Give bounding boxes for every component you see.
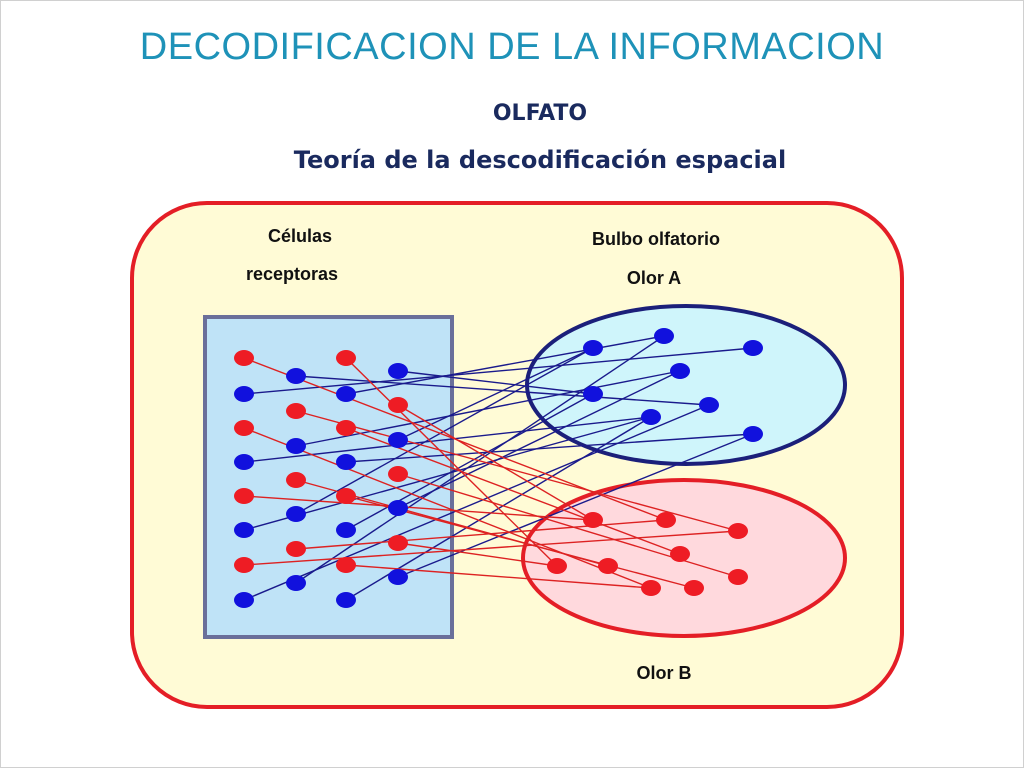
- receptor-cell-blue: [388, 432, 408, 448]
- receptor-cell-blue: [388, 500, 408, 516]
- receptor-cell-red: [286, 472, 306, 488]
- blue-connection-line: [397, 433, 754, 578]
- glomerulus-odor-a: [670, 363, 690, 379]
- glomerulus-odor-a: [583, 340, 603, 356]
- receptor-cell-red: [234, 420, 254, 436]
- receptor-cell-blue: [336, 454, 356, 470]
- glomerulus-odor-b: [656, 512, 676, 528]
- slide-heading: Teoría de la descodificación espacial: [293, 146, 787, 174]
- receptor-cell-blue: [388, 569, 408, 585]
- blue-connection-line: [295, 335, 665, 584]
- receptor-cell-blue: [286, 575, 306, 591]
- neuron-dots: [234, 328, 763, 608]
- blue-connection-line: [345, 335, 665, 395]
- glomerulus-odor-a: [743, 426, 763, 442]
- odor-b-label: Olor B: [636, 663, 692, 683]
- blue-connection-line: [345, 433, 754, 463]
- glomerulus-odor-b: [728, 523, 748, 539]
- receptor-cells-label-line1: Células: [267, 226, 333, 246]
- receptor-cell-red: [234, 350, 254, 366]
- glomerulus-odor-b: [728, 569, 748, 585]
- receptor-cell-blue: [336, 592, 356, 608]
- glomerulus-odor-a: [699, 397, 719, 413]
- glomerulus-odor-a: [743, 340, 763, 356]
- receptor-cell-blue: [336, 522, 356, 538]
- receptor-cell-blue: [286, 438, 306, 454]
- red-connection-line: [345, 564, 652, 589]
- receptor-cell-red: [286, 403, 306, 419]
- receptor-cell-blue: [234, 522, 254, 538]
- glomerulus-odor-b: [641, 580, 661, 596]
- glomerulus-odor-a: [641, 409, 661, 425]
- receptor-cell-red: [336, 420, 356, 436]
- glomerulus-odor-b: [684, 580, 704, 596]
- glomerulus-odor-b: [598, 558, 618, 574]
- red-connection-line: [243, 495, 594, 521]
- glomerulus-odor-b: [547, 558, 567, 574]
- receptor-cell-red: [388, 397, 408, 413]
- slide-subtitle: OLFATO: [492, 101, 588, 126]
- red-connection-line: [397, 542, 558, 567]
- blue-connection-line: [397, 370, 594, 395]
- odor-a-region: [525, 304, 847, 466]
- receptor-cells-box: [203, 315, 454, 639]
- connection-lines: [243, 335, 754, 601]
- receptor-cell-red: [336, 350, 356, 366]
- red-connection-line: [243, 530, 739, 566]
- red-connection-line: [295, 410, 739, 532]
- blue-connection-line: [397, 370, 681, 509]
- receptor-cell-red: [234, 557, 254, 573]
- receptor-cell-blue: [388, 363, 408, 379]
- red-connection-line: [397, 404, 594, 521]
- receptor-cell-blue: [286, 368, 306, 384]
- blue-connection-line: [243, 347, 754, 395]
- blue-connection-line: [243, 404, 710, 601]
- receptor-cell-red: [234, 488, 254, 504]
- slide-title: DECODIFICACION DE LA INFORMACION: [139, 26, 885, 68]
- receptor-cell-blue: [234, 454, 254, 470]
- receptor-cell-red: [388, 466, 408, 482]
- olfactory-bulb-label: Bulbo olfatorio: [592, 229, 720, 249]
- glomerulus-odor-a: [654, 328, 674, 344]
- receptor-cell-blue: [286, 506, 306, 522]
- receptor-cell-blue: [234, 386, 254, 402]
- red-connection-line: [243, 427, 652, 589]
- receptor-cell-red: [388, 535, 408, 551]
- receptor-cell-blue: [336, 386, 356, 402]
- red-connection-line: [295, 519, 667, 550]
- receptor-cells-label-line2: receptoras: [245, 264, 339, 284]
- glomerulus-odor-b: [670, 546, 690, 562]
- red-connection-line: [345, 427, 681, 555]
- glomerulus-odor-a: [583, 386, 603, 402]
- glomerulus-odor-b: [583, 512, 603, 528]
- receptor-cell-red: [336, 488, 356, 504]
- receptor-cell-red: [336, 557, 356, 573]
- receptor-cell-blue: [234, 592, 254, 608]
- odor-a-label: Olor A: [626, 268, 682, 288]
- receptor-cell-red: [286, 541, 306, 557]
- blue-connection-line: [295, 347, 594, 515]
